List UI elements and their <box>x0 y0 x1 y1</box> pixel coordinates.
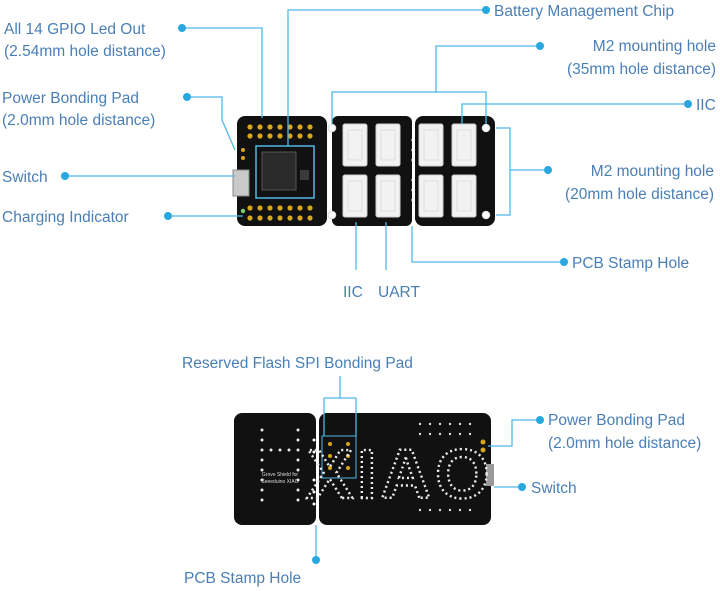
bottom-board: Grove Shield for Seeeduino XIAO XIAO <box>234 413 494 525</box>
m2-20-label-line2: (20mm hole distance) <box>565 186 714 203</box>
top-board <box>232 116 495 226</box>
power-pad-leader-dot <box>183 93 191 101</box>
power-pad-label-line1: Power Bonding Pad <box>2 90 139 107</box>
m2-35-label-line1: M2 mounting hole <box>593 38 716 55</box>
bottom-switch-label: Switch <box>531 480 577 497</box>
switch-label: Switch <box>2 169 48 186</box>
chip-small-component <box>300 170 309 180</box>
gpio-pads-bottom-row <box>247 205 313 221</box>
grove-connectors-right <box>418 123 477 218</box>
top-leader-lines <box>62 9 686 270</box>
gpio-label-line1: All 14 GPIO Led Out <box>4 21 146 38</box>
m2-20-leader-dot <box>544 166 552 174</box>
bottom-switch-component <box>486 464 494 486</box>
battery-chip-label: Battery Management Chip <box>494 3 674 20</box>
iic-right-label: IIC <box>696 97 716 114</box>
pcb-stamp-label: PCB Stamp Hole <box>572 255 689 272</box>
flash-spi-pad-area <box>321 435 357 479</box>
m2-35-label-line2: (35mm hole distance) <box>567 61 716 78</box>
power-pad-label-line2: (2.0mm hole distance) <box>2 112 155 129</box>
bottom-pcb-stamp-label: PCB Stamp Hole <box>184 570 301 587</box>
flash-spi-pads <box>328 442 350 470</box>
bottom-switch-leader-dot <box>518 483 526 491</box>
switch-component <box>232 169 250 197</box>
silk-brand-line2: Seeeduino XIAO <box>261 479 298 485</box>
pcb-stamp-holes-bottom <box>312 438 316 506</box>
iic-right-leader-dot <box>684 100 692 108</box>
bottom-leader-dots <box>312 416 544 564</box>
power-bonding-pads <box>241 148 245 160</box>
bottom-leader-lines <box>315 376 540 560</box>
charging-indicator-led <box>240 208 246 214</box>
flash-spi-label: Reserved Flash SPI Bonding Pad <box>182 355 413 372</box>
silk-letter-h <box>260 428 300 502</box>
battery-leader-dot <box>482 6 490 14</box>
bottom-power-pad-label-line1: Power Bonding Pad <box>548 412 685 429</box>
grove-connectors-middle <box>342 123 401 218</box>
uart-bottom-label: UART <box>378 284 420 301</box>
top-leader-dots <box>61 6 692 266</box>
m2-35-leader-dot <box>536 42 544 50</box>
battery-management-chip-outline <box>255 145 315 199</box>
bottom-power-bonding-pads <box>480 439 486 453</box>
gpio-pads-top-row <box>247 124 313 139</box>
m2-20-label-line1: M2 mounting hole <box>591 163 714 180</box>
gpio-label-line2: (2.54mm hole distance) <box>4 43 166 60</box>
right-dot-grid <box>418 422 472 512</box>
bottom-board-left-section <box>234 413 316 525</box>
gpio-leader-dot <box>178 24 186 32</box>
bottom-power-pad-label-line2: (2.0mm hole distance) <box>548 435 701 452</box>
pcb-stamp-holes-top <box>327 138 415 202</box>
switch-leader-dot <box>61 172 69 180</box>
bottom-power-pad-leader-dot <box>536 416 544 424</box>
charging-leader-dot <box>164 212 172 220</box>
iic-bottom-label: IIC <box>343 284 363 301</box>
pcb-stamp-leader-dot <box>560 258 568 266</box>
mounting-holes-top <box>327 123 491 220</box>
silk-xiao-logo: XIAO <box>306 435 493 513</box>
charging-indicator-label: Charging Indicator <box>2 209 129 226</box>
bottom-pcb-stamp-leader-dot <box>312 556 320 564</box>
bottom-board-right-section <box>319 413 491 525</box>
silk-brand-line1: Grove Shield for <box>262 472 298 478</box>
battery-management-chip <box>261 151 297 191</box>
